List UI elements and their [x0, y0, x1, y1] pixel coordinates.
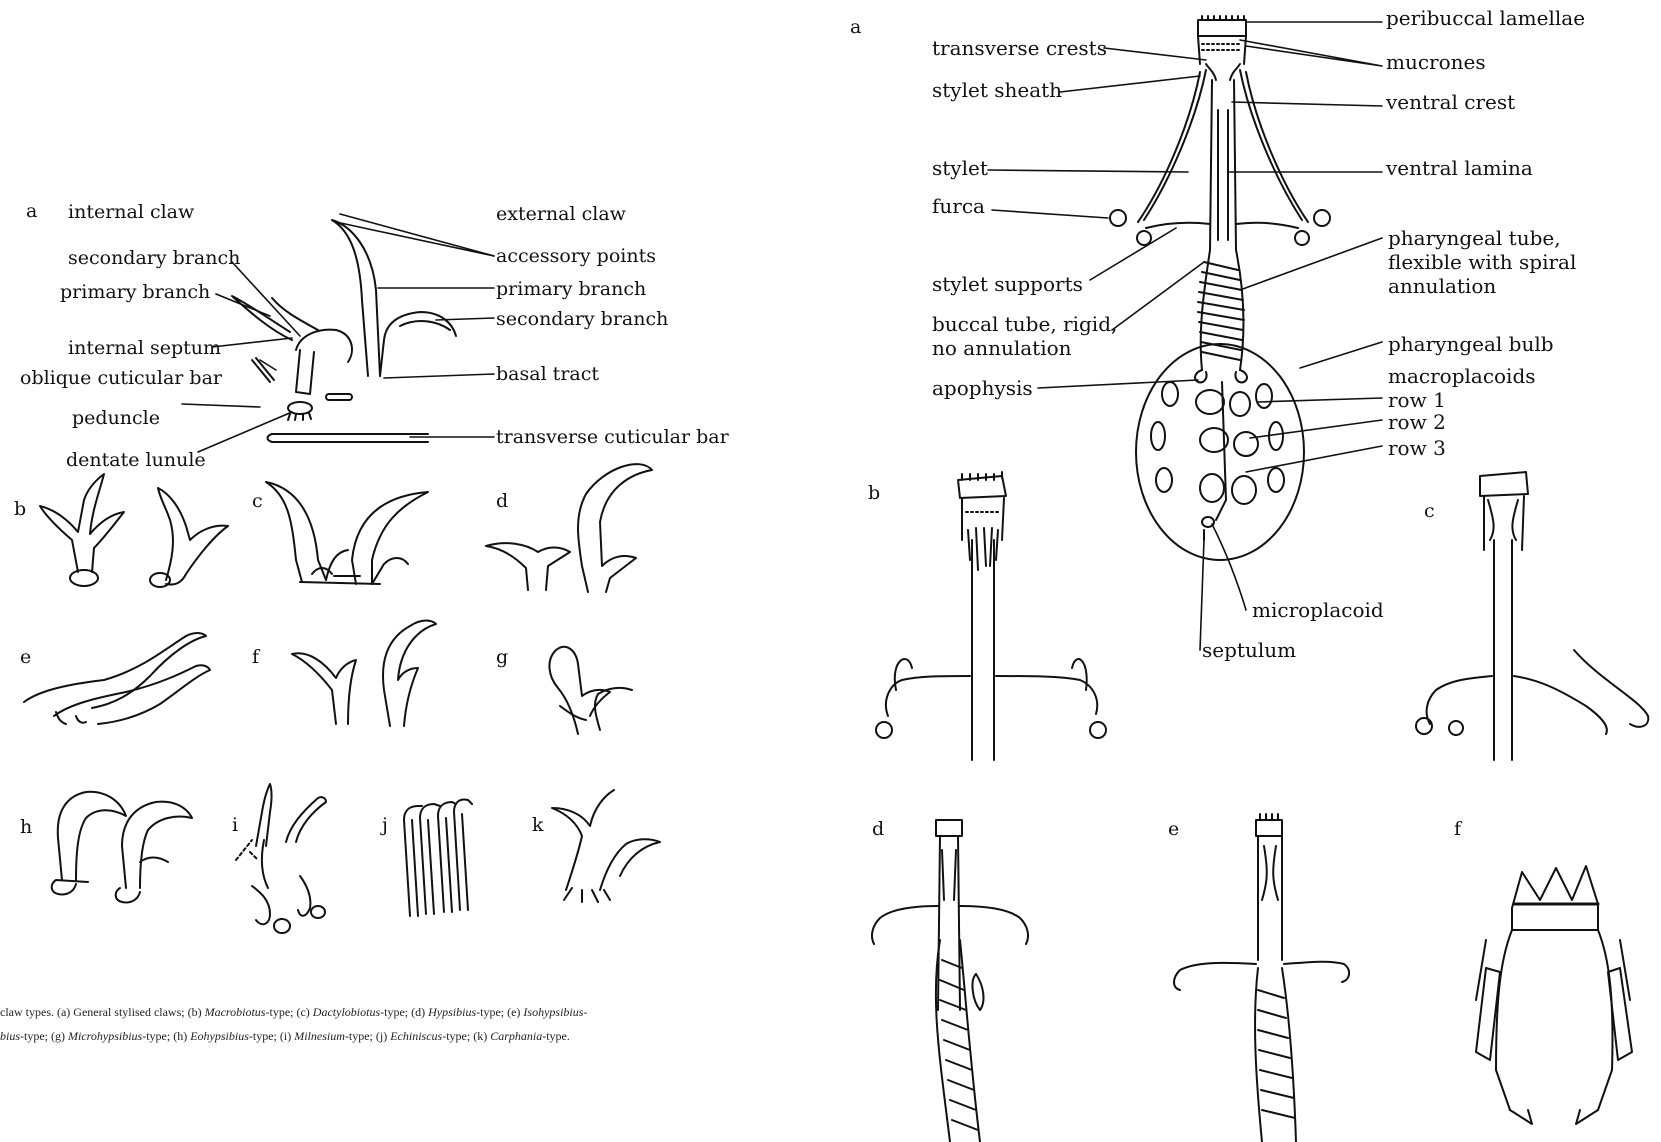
- panel-letter-f-left: f: [252, 646, 259, 668]
- panel-letter-d-right: d: [872, 818, 884, 840]
- label-ventral-lamina: ventral lamina: [1386, 158, 1533, 179]
- label-internal-septum: internal septum: [68, 338, 221, 359]
- label-primary-branch-right: primary branch: [496, 279, 646, 300]
- panel-letter-h-left: h: [20, 816, 32, 838]
- label-stylet: stylet: [932, 158, 988, 179]
- panel-letter-d-left: d: [496, 490, 508, 512]
- label-row-1: row 1: [1388, 390, 1446, 411]
- claw-f-drawing: [292, 621, 436, 727]
- claw-d-drawing: [486, 464, 652, 592]
- panel-letter-e-left: e: [20, 646, 31, 668]
- panel-letter-e-right: e: [1168, 818, 1179, 840]
- label-macroplacoids: macroplacoids: [1388, 366, 1536, 387]
- buccal-c-drawing: [1416, 472, 1648, 760]
- label-row-3: row 3: [1388, 438, 1446, 459]
- label-internal-claw: internal claw: [68, 202, 194, 223]
- claw-c-drawing: [266, 482, 428, 584]
- panel-letter-a-right: a: [850, 16, 861, 38]
- label-septulum: septulum: [1202, 640, 1296, 661]
- label-transverse-crests: transverse crests: [932, 38, 1107, 59]
- label-stylet-sheath: stylet sheath: [932, 80, 1062, 101]
- label-external-claw: external claw: [496, 204, 626, 225]
- caption-line-2: bius-type; (g) Microhypsibius-type; (h) …: [0, 1024, 830, 1048]
- label-microplacoid: microplacoid: [1252, 600, 1384, 621]
- label-mucrones: mucrones: [1386, 52, 1486, 73]
- label-secondary-branch-right: secondary branch: [496, 309, 668, 330]
- label-secondary-branch-left: secondary branch: [68, 248, 240, 269]
- buccal-b-drawing: [876, 472, 1106, 760]
- panel-letter-i-left: i: [232, 814, 238, 836]
- figure-caption: claw types. (a) General stylised claws; …: [0, 1000, 830, 1048]
- label-basal-tract: basal tract: [496, 364, 599, 385]
- label-peribuccal-lamellae: peribuccal lamellae: [1386, 8, 1585, 29]
- label-oblique-cuticular-bar: oblique cuticular bar: [20, 368, 222, 389]
- buccal-d-drawing: [872, 820, 1028, 1142]
- claw-j-drawing: [404, 800, 472, 917]
- label-transverse-cuticular-bar: transverse cuticular bar: [496, 427, 729, 448]
- panel-letter-g-left: g: [496, 646, 508, 668]
- panel-letter-b-left: b: [14, 498, 26, 520]
- caption-line-1: claw types. (a) General stylised claws; …: [0, 1000, 830, 1024]
- panel-letter-b-right: b: [868, 482, 880, 504]
- label-buccal-tube-2: no annulation: [932, 338, 1072, 359]
- label-furca: furca: [932, 196, 985, 217]
- buccal-f-drawing: [1476, 866, 1632, 1124]
- label-stylet-supports: stylet supports: [932, 274, 1083, 295]
- label-pharyngeal-tube-3: annulation: [1388, 276, 1496, 297]
- label-pharyngeal-tube-2: flexible with spiral: [1388, 252, 1576, 273]
- claw-k-drawing: [552, 790, 660, 902]
- panel-letter-c-left: c: [252, 490, 263, 512]
- claw-b-drawing: [40, 474, 228, 587]
- label-accessory-points: accessory points: [496, 246, 656, 267]
- label-buccal-tube-1: buccal tube, rigid,: [932, 314, 1117, 335]
- label-primary-branch-left: primary branch: [60, 282, 210, 303]
- claw-e-drawing: [24, 633, 210, 724]
- label-ventral-crest: ventral crest: [1386, 92, 1515, 113]
- panel-letter-a-left: a: [26, 200, 37, 222]
- panel-letter-k-left: k: [532, 814, 544, 836]
- label-pharyngeal-tube-1: pharyngeal tube,: [1388, 228, 1561, 249]
- label-row-2: row 2: [1388, 412, 1446, 433]
- panel-letter-f-right: f: [1454, 818, 1461, 840]
- claw-i-drawing: [236, 784, 326, 933]
- label-dentate-lunule: dentate lunule: [66, 450, 206, 471]
- general-claw-drawing: [232, 220, 456, 442]
- panel-letter-c-right: c: [1424, 500, 1435, 522]
- claw-h-drawing: [52, 792, 192, 903]
- label-apophysis: apophysis: [932, 378, 1033, 399]
- panel-letter-j-left: j: [382, 814, 388, 836]
- label-peduncle: peduncle: [72, 408, 160, 429]
- label-pharyngeal-bulb: pharyngeal bulb: [1388, 334, 1554, 355]
- claw-g-drawing: [549, 647, 632, 734]
- buccal-e-drawing: [1174, 814, 1349, 1142]
